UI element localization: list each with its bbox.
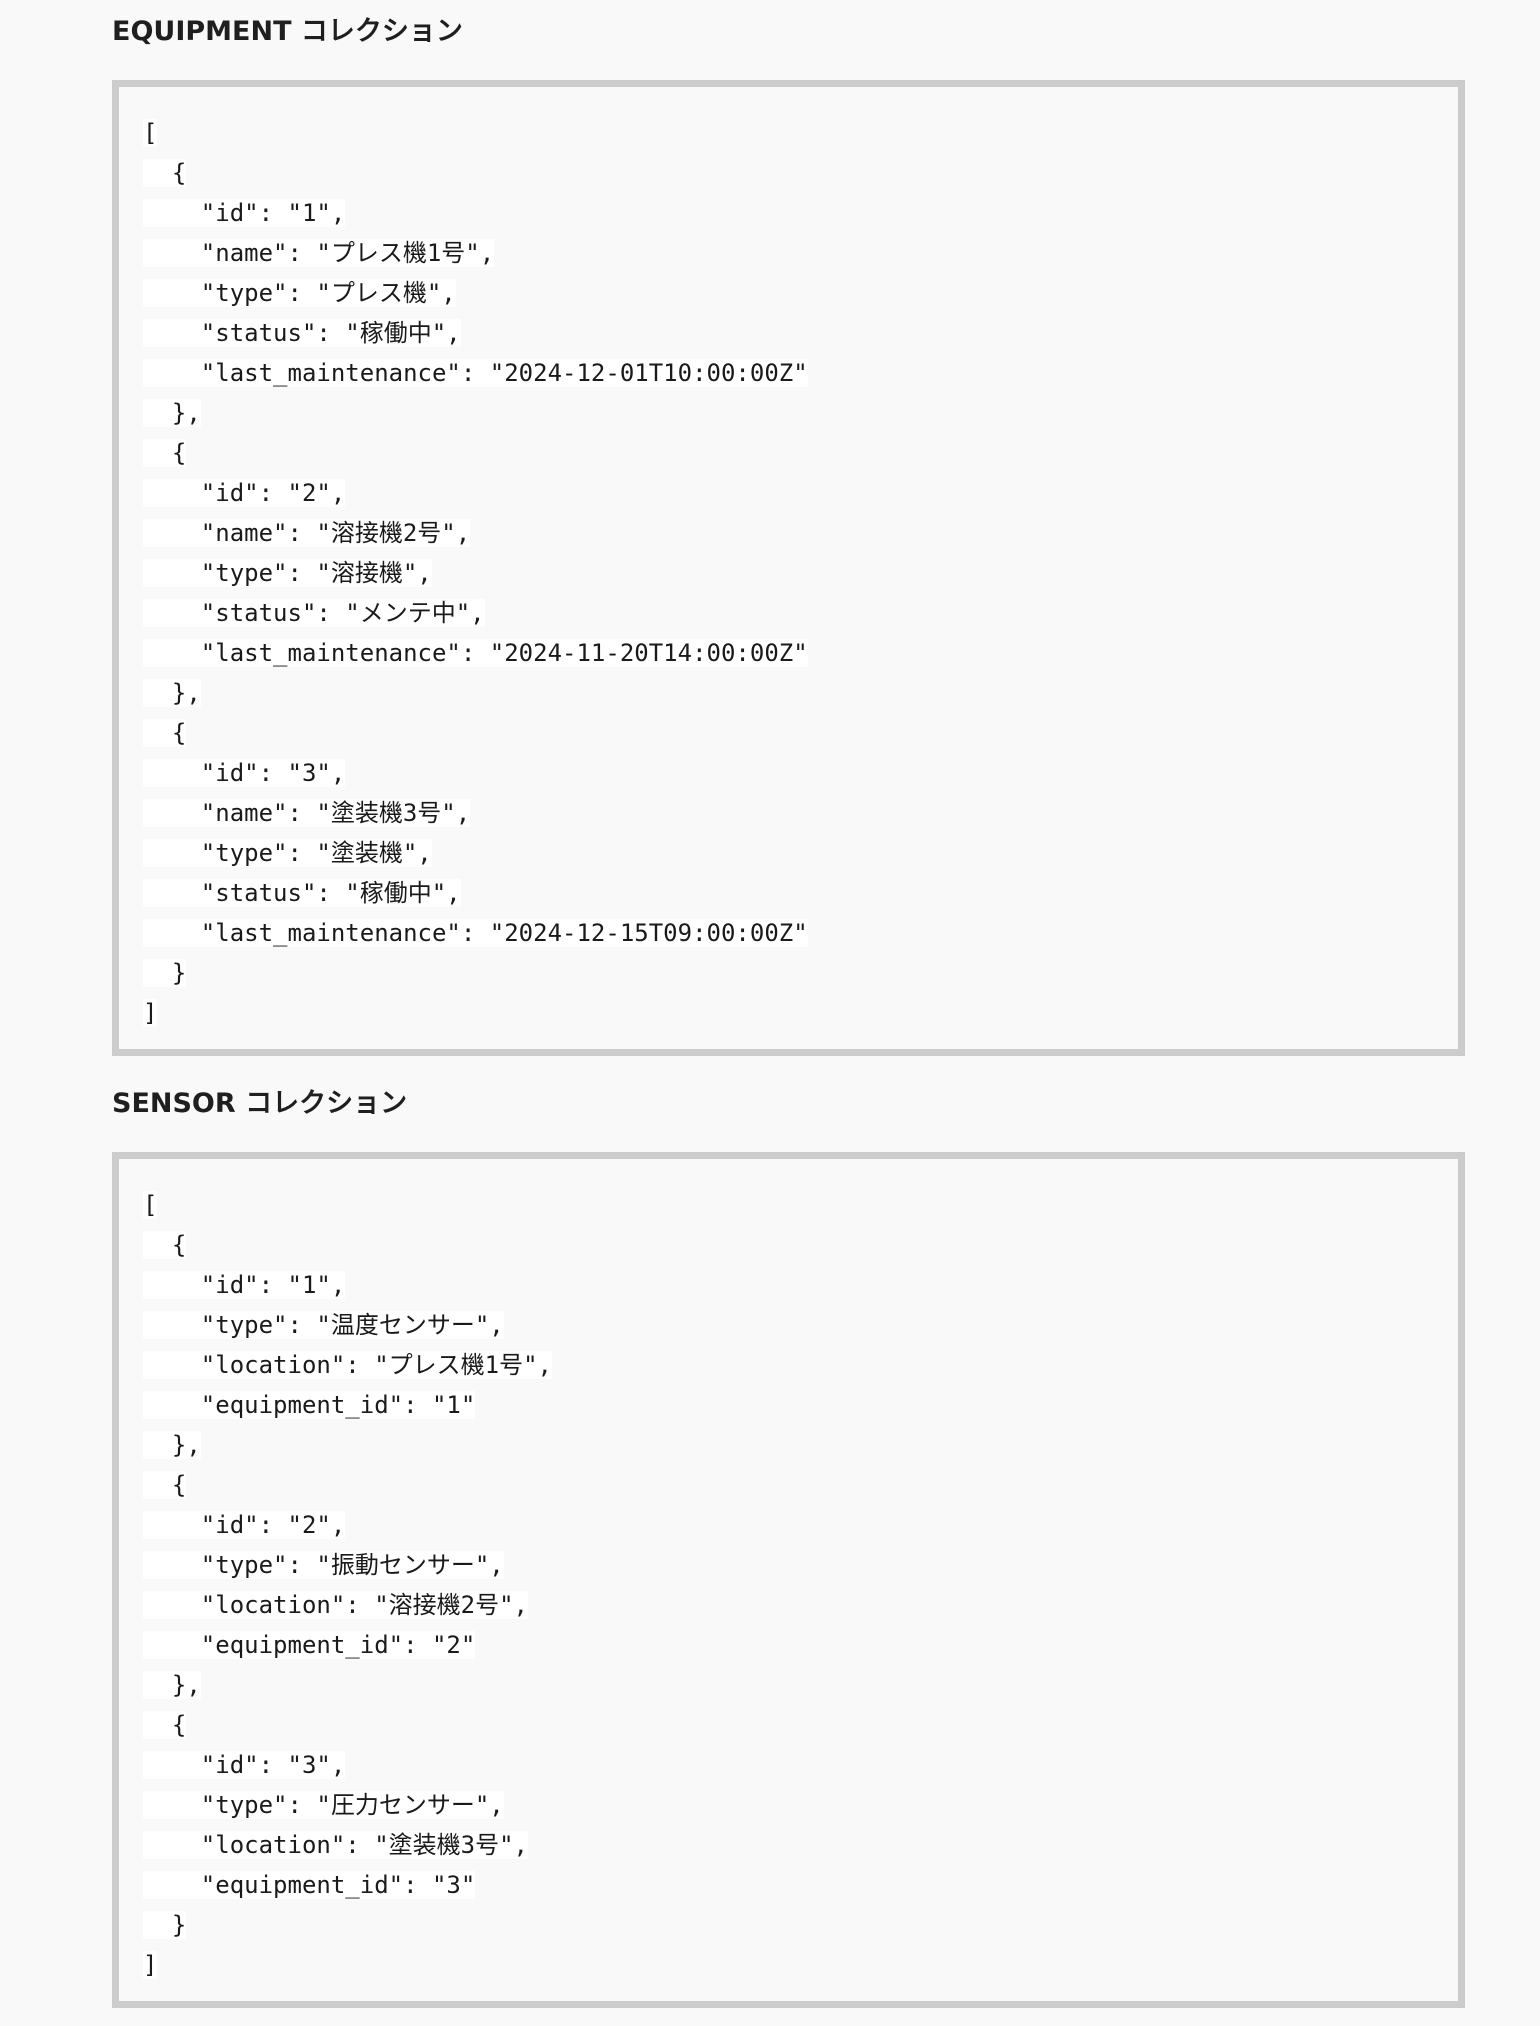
code-line-text: "type": "振動センサー",: [143, 1551, 504, 1579]
code-line: [: [143, 113, 1458, 153]
code-line-text: "equipment_id": "3": [143, 1871, 476, 1899]
code-line: },: [143, 1425, 1458, 1465]
code-line-text: "last_maintenance": "2024-12-15T09:00:00…: [143, 919, 808, 947]
code-line-text: },: [143, 1671, 201, 1699]
code-lines: [ { "id": "1", "type": "温度センサー", "locati…: [143, 1185, 1458, 1985]
code-line-text: "status": "稼働中",: [143, 319, 461, 347]
code-line: "id": "1",: [143, 1265, 1458, 1305]
code-line: "equipment_id": "3": [143, 1865, 1458, 1905]
code-line: {: [143, 433, 1458, 473]
code-line-text: "equipment_id": "2": [143, 1631, 476, 1659]
code-line-text: "type": "圧力センサー",: [143, 1791, 504, 1819]
code-line: "equipment_id": "2": [143, 1625, 1458, 1665]
code-line: "type": "プレス機",: [143, 273, 1458, 313]
code-line: {: [143, 1705, 1458, 1745]
code-line: {: [143, 1465, 1458, 1505]
code-line-text: "id": "3",: [143, 759, 346, 787]
code-line: "type": "圧力センサー",: [143, 1785, 1458, 1825]
code-line-text: {: [143, 1711, 187, 1739]
code-line-text: "name": "溶接機2号",: [143, 519, 471, 547]
equipment-code-block: [ { "id": "1", "name": "プレス機1号", "type":…: [112, 80, 1465, 1056]
code-line-text: "type": "温度センサー",: [143, 1311, 504, 1339]
code-line: },: [143, 393, 1458, 433]
code-line: "type": "温度センサー",: [143, 1305, 1458, 1345]
sensor-code-block: [ { "id": "1", "type": "温度センサー", "locati…: [112, 1152, 1465, 2008]
code-line: },: [143, 673, 1458, 713]
code-line: "id": "1",: [143, 193, 1458, 233]
code-line: "last_maintenance": "2024-11-20T14:00:00…: [143, 633, 1458, 673]
code-line-text: [: [143, 1191, 158, 1219]
code-line-text: ]: [143, 999, 158, 1027]
code-line: "last_maintenance": "2024-12-01T10:00:00…: [143, 353, 1458, 393]
code-line-text: }: [143, 959, 187, 987]
code-line-text: {: [143, 719, 187, 747]
code-line: "id": "3",: [143, 753, 1458, 793]
code-line-text: "id": "3",: [143, 1751, 346, 1779]
code-line: ]: [143, 1945, 1458, 1985]
code-line: "type": "振動センサー",: [143, 1545, 1458, 1585]
code-line-text: "id": "2",: [143, 479, 346, 507]
code-line-text: "name": "プレス機1号",: [143, 239, 495, 267]
code-line: "location": "溶接機2号",: [143, 1585, 1458, 1625]
code-line: "id": "3",: [143, 1745, 1458, 1785]
code-line-text: },: [143, 1431, 201, 1459]
sensor-section-title: SENSOR コレクション: [112, 1088, 408, 1119]
code-line-text: ]: [143, 1951, 158, 1979]
code-line: "status": "メンテ中",: [143, 593, 1458, 633]
code-line: "name": "溶接機2号",: [143, 513, 1458, 553]
code-line-text: "location": "塗装機3号",: [143, 1831, 528, 1859]
code-line-text: {: [143, 159, 187, 187]
code-line-text: {: [143, 1231, 187, 1259]
code-line-text: {: [143, 439, 187, 467]
code-line-text: "location": "溶接機2号",: [143, 1591, 528, 1619]
code-line: },: [143, 1665, 1458, 1705]
code-line: "status": "稼働中",: [143, 313, 1458, 353]
code-lines: [ { "id": "1", "name": "プレス機1号", "type":…: [143, 113, 1458, 1033]
code-line: ]: [143, 993, 1458, 1033]
code-line-text: "last_maintenance": "2024-11-20T14:00:00…: [143, 639, 808, 667]
code-line: "equipment_id": "1": [143, 1385, 1458, 1425]
code-line: "name": "プレス機1号",: [143, 233, 1458, 273]
code-line: "location": "プレス機1号",: [143, 1345, 1458, 1385]
code-line-text: [: [143, 119, 158, 147]
code-line: "location": "塗装機3号",: [143, 1825, 1458, 1865]
code-line: "name": "塗装機3号",: [143, 793, 1458, 833]
code-line: }: [143, 953, 1458, 993]
code-line: {: [143, 1225, 1458, 1265]
code-line: [: [143, 1185, 1458, 1225]
code-line: "id": "2",: [143, 1505, 1458, 1545]
code-line: "status": "稼働中",: [143, 873, 1458, 913]
code-line-text: "location": "プレス機1号",: [143, 1351, 552, 1379]
equipment-section-title: EQUIPMENT コレクション: [112, 16, 463, 47]
code-line-text: "equipment_id": "1": [143, 1391, 476, 1419]
code-line: {: [143, 713, 1458, 753]
code-line: {: [143, 153, 1458, 193]
code-line-text: "type": "塗装機",: [143, 839, 432, 867]
code-line-text: "id": "1",: [143, 199, 346, 227]
code-line-text: }: [143, 1911, 187, 1939]
code-line: }: [143, 1905, 1458, 1945]
code-line-text: },: [143, 679, 201, 707]
code-line: "type": "溶接機",: [143, 553, 1458, 593]
code-line-text: "last_maintenance": "2024-12-01T10:00:00…: [143, 359, 808, 387]
code-line: "type": "塗装機",: [143, 833, 1458, 873]
code-line-text: },: [143, 399, 201, 427]
code-line-text: "type": "プレス機",: [143, 279, 456, 307]
code-line-text: "status": "稼働中",: [143, 879, 461, 907]
code-line-text: "name": "塗装機3号",: [143, 799, 471, 827]
code-line-text: "id": "1",: [143, 1271, 346, 1299]
code-line-text: "type": "溶接機",: [143, 559, 432, 587]
code-line: "id": "2",: [143, 473, 1458, 513]
code-line: "last_maintenance": "2024-12-15T09:00:00…: [143, 913, 1458, 953]
code-line-text: "id": "2",: [143, 1511, 346, 1539]
code-line-text: "status": "メンテ中",: [143, 599, 485, 627]
code-line-text: {: [143, 1471, 187, 1499]
